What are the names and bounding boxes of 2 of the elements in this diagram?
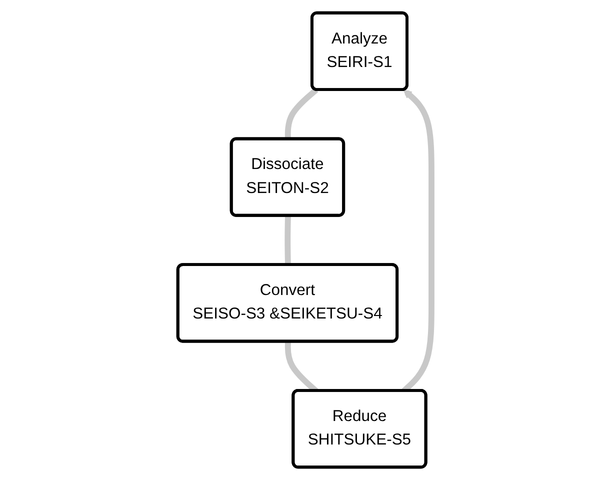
connector bbox=[284, 87, 318, 139]
connector bbox=[284, 215, 291, 265]
